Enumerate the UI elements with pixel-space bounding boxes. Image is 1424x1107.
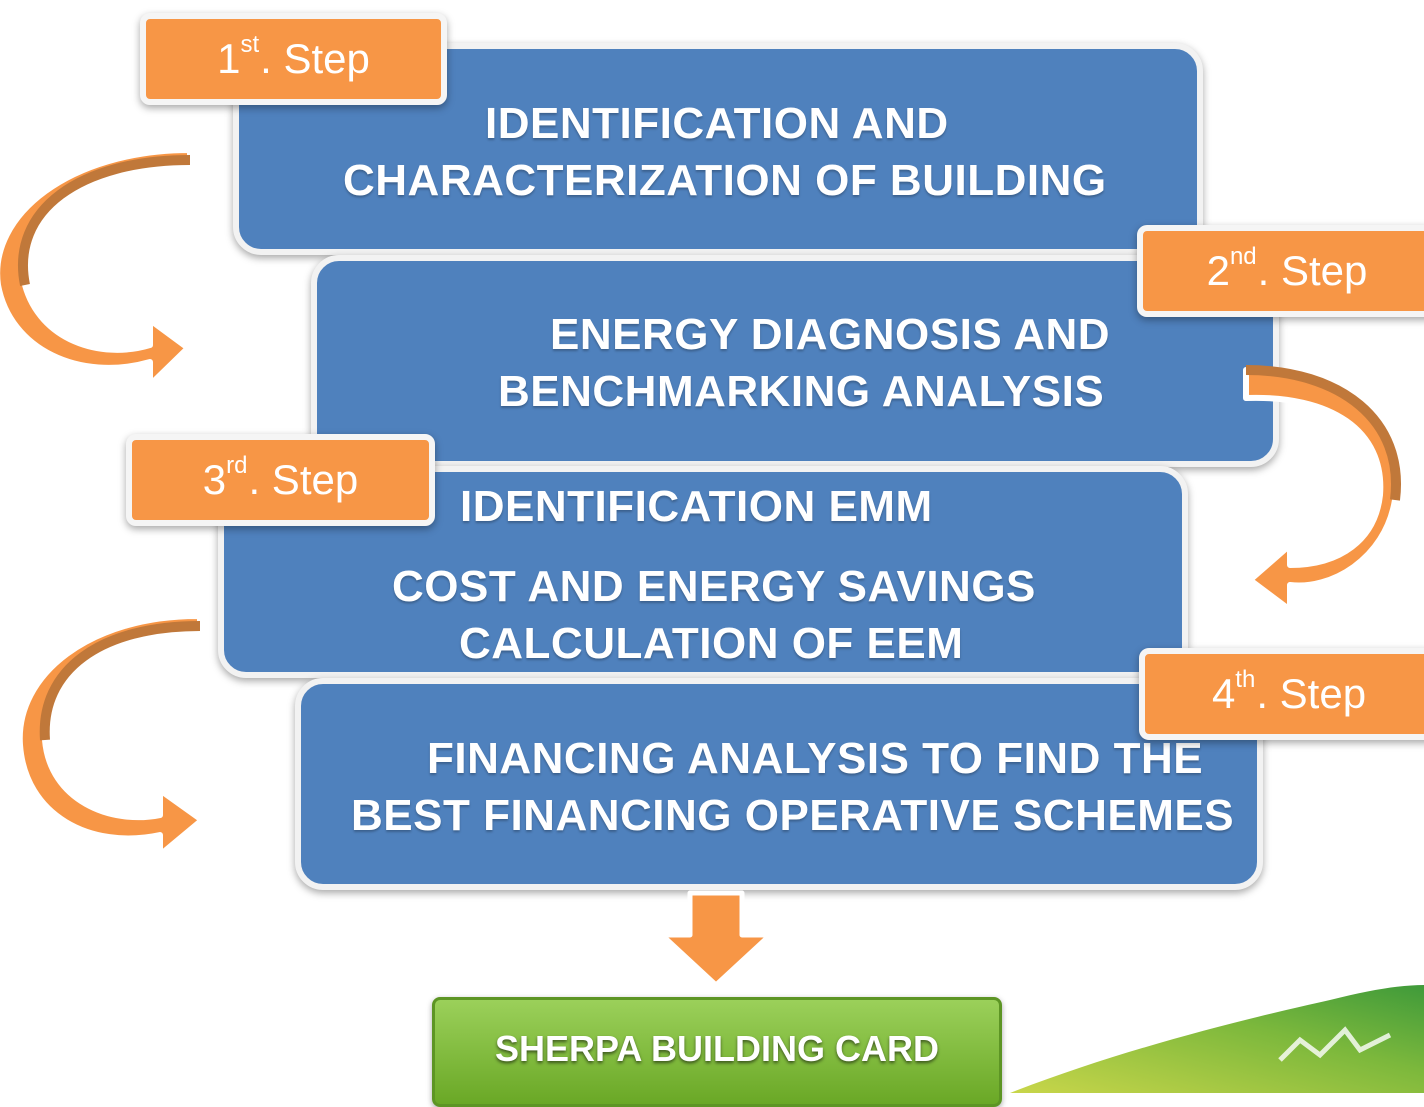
step-3-number: 3 [202, 456, 227, 503]
step-2-line-1: ENERGY DIAGNOSIS AND [550, 310, 1111, 359]
step-3-line-1: IDENTIFICATION EMM [460, 482, 933, 531]
step-4-box: FINANCING ANALYSIS TO FIND THE BEST FINA… [295, 678, 1263, 890]
step-3-line-2: COST AND ENERGY SAVINGS [392, 562, 1036, 611]
step-1-line-1: IDENTIFICATION AND [485, 99, 949, 148]
step-4-number: 4 [1211, 670, 1236, 717]
step-2-label: . Step [1257, 247, 1368, 294]
step-1-line-2: CHARACTERIZATION OF BUILDING [343, 156, 1107, 205]
step-2-line-2: BENCHMARKING ANALYSIS [498, 367, 1105, 416]
step-1-number: 1 [217, 35, 241, 82]
step-3-line-3: CALCULATION OF EEM [459, 619, 964, 668]
step-4-suffix: th [1235, 666, 1256, 693]
step-4-line-2: BEST FINANCING OPERATIVE SCHEMES [351, 791, 1235, 840]
step-4-line-1: FINANCING ANALYSIS TO FIND THE [427, 734, 1204, 783]
step-3-label: . Step [248, 456, 359, 503]
step-4-label: . Step [1256, 670, 1367, 717]
step-2-suffix: nd [1229, 243, 1257, 270]
sherpa-building-card-label: SHERPA BUILDING CARD [494, 1028, 939, 1069]
sherpa-building-card: SHERPA BUILDING CARD [432, 997, 1002, 1107]
step-1-suffix: st [240, 31, 260, 58]
step-3-suffix: rd [226, 452, 248, 479]
step-2-number: 2 [1206, 247, 1230, 294]
step-2-box: ENERGY DIAGNOSIS AND BENCHMARKING ANALYS… [311, 255, 1279, 467]
step-1-label: . Step [260, 35, 370, 82]
